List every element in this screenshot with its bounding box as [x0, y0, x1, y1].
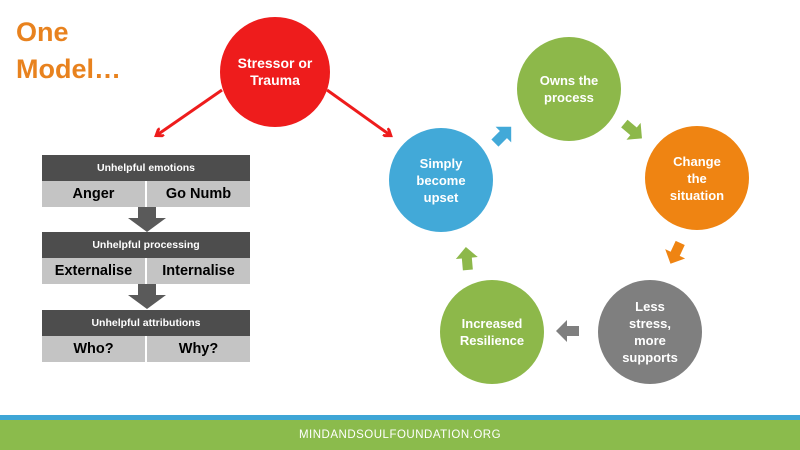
cycle-arrow-less-increased	[556, 320, 579, 342]
attributions-header: Unhelpful attributions	[42, 310, 250, 336]
increased-resilience-label: Increased Resilience	[459, 316, 525, 348]
simply-upset-label: Simply become upset	[416, 155, 466, 205]
slide-title: One Model…	[16, 14, 121, 88]
cycle-arrow-increased-simply	[455, 247, 478, 271]
less-stress-label: Less stress, more supports	[622, 299, 678, 365]
owns-process-label: Owns the process	[539, 73, 599, 105]
footer-url: MINDANDSOULFOUNDATION.ORG	[298, 429, 502, 441]
processing-right-cell: Internalise	[147, 258, 250, 284]
emotions-header: Unhelpful emotions	[42, 155, 250, 181]
owns-process-circle: Owns the process	[517, 37, 621, 141]
attributions-right-cell: Why?	[147, 336, 250, 362]
processing-header: Unhelpful processing	[42, 232, 250, 258]
footer-accent-band	[0, 415, 800, 420]
emotions-right-cell: Go Numb	[147, 181, 250, 207]
stressor-circle: Stressor or Trauma	[220, 17, 330, 127]
change-situation-label: Change the situation	[669, 153, 725, 203]
change-situation-circle: Change the situation	[645, 126, 749, 230]
stressor-left-arrow	[157, 88, 223, 135]
processing-left-cell: Externalise	[42, 258, 145, 284]
simply-upset-circle: Simply become upset	[389, 128, 493, 232]
down-arrow-1	[128, 207, 166, 232]
attributions-left-cell: Who?	[42, 336, 145, 362]
stressor-right-arrow	[326, 88, 390, 135]
cycle-arrow-owns-change	[621, 119, 642, 140]
down-arrow-2	[128, 284, 166, 309]
footer-bar: MINDANDSOULFOUNDATION.ORG	[0, 420, 800, 450]
slide-title-line1: One	[16, 17, 69, 47]
stressor-label: Stressor or Trauma	[237, 55, 313, 88]
emotions-left-cell: Anger	[42, 181, 145, 207]
cycle-arrow-change-less	[665, 240, 686, 264]
increased-resilience-circle: Increased Resilience	[440, 280, 544, 384]
cycle-arrow-simply-owns	[491, 126, 512, 147]
slide-title-line2: Model…	[16, 54, 121, 84]
less-stress-circle: Less stress, more supports	[598, 280, 702, 384]
